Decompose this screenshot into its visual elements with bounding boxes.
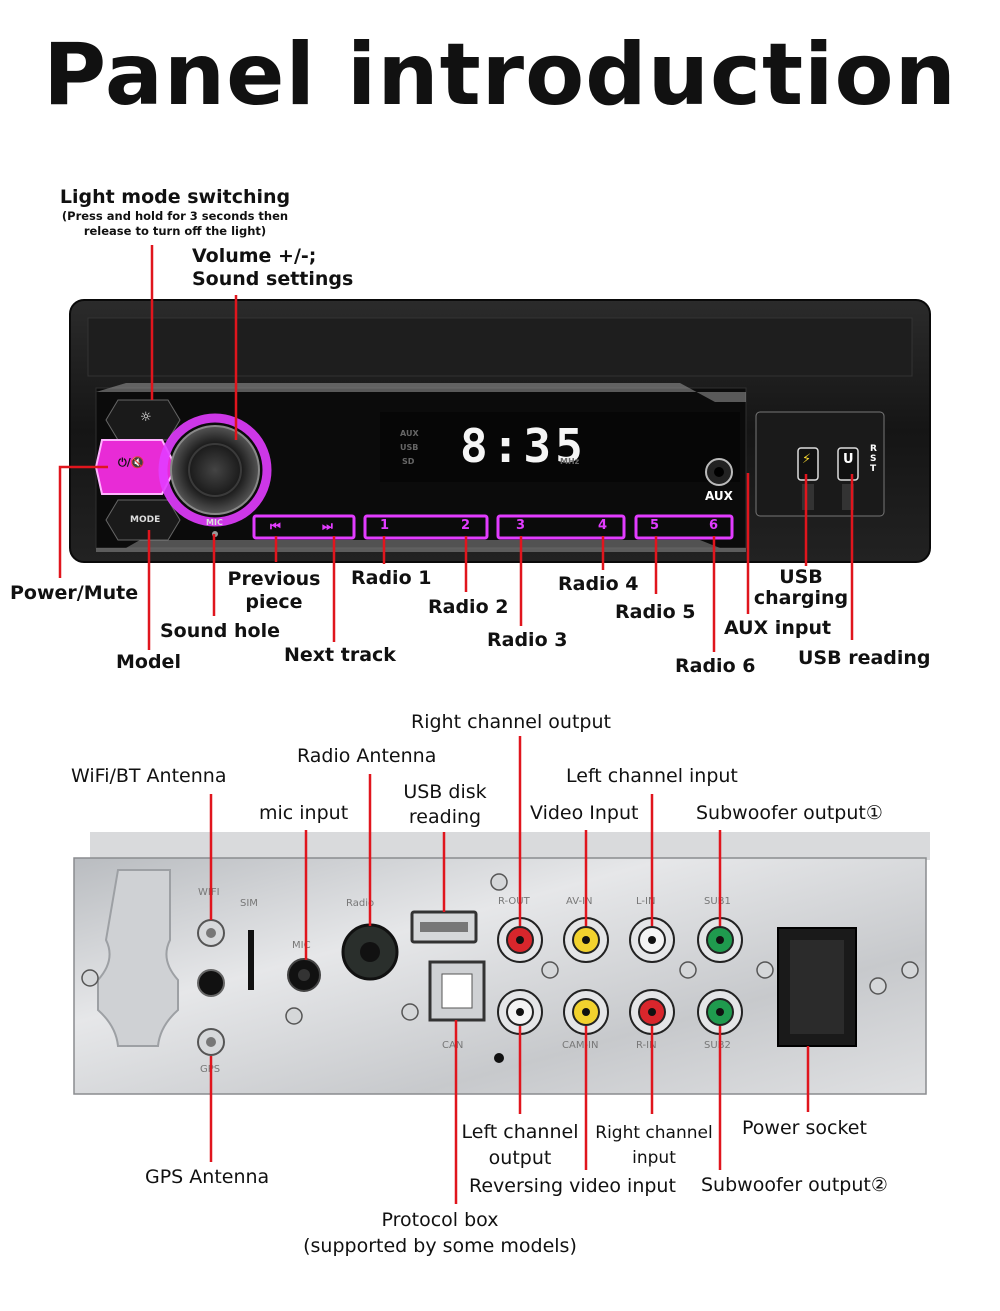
label-reversing: Reversing video input bbox=[469, 1175, 676, 1198]
label-mic-input: mic input bbox=[259, 802, 348, 825]
label-right-in: Right channel input bbox=[592, 1121, 716, 1171]
label-sub2: Subwoofer output② bbox=[701, 1174, 888, 1197]
label-radio-antenna: Radio Antenna bbox=[297, 745, 436, 768]
label-right-out: Right channel output bbox=[411, 711, 611, 734]
label-usb-disk: USB disk reading bbox=[390, 780, 500, 830]
label-sub1: Subwoofer output① bbox=[696, 802, 883, 825]
label-protocol: Protocol box (supported by some models) bbox=[290, 1207, 590, 1259]
label-left-in: Left channel input bbox=[566, 765, 738, 788]
label-power-socket: Power socket bbox=[742, 1117, 867, 1140]
label-wifi-bt: WiFi/BT Antenna bbox=[71, 765, 226, 788]
label-video-in: Video Input bbox=[530, 802, 638, 825]
label-gps: GPS Antenna bbox=[145, 1166, 269, 1189]
label-left-out: Left channel output bbox=[456, 1119, 584, 1171]
